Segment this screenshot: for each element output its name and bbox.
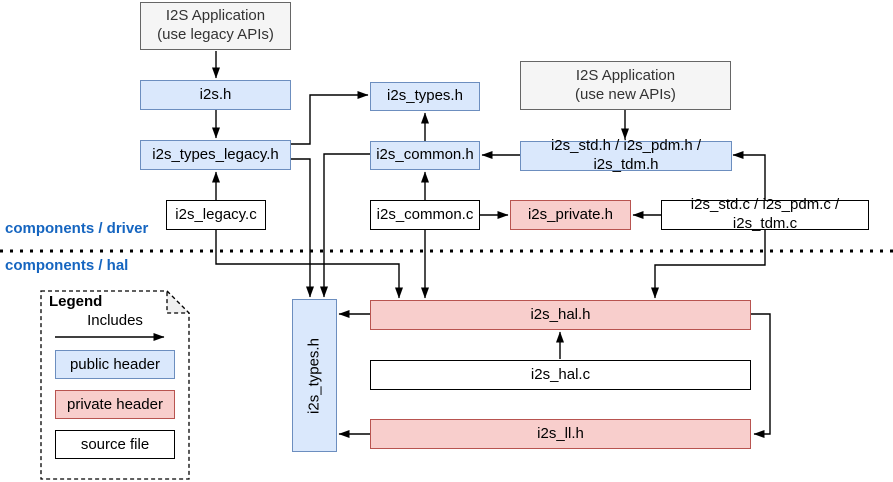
layer-label-hal: components / hal [5, 257, 129, 274]
node-i2s-ll-h: i2s_ll.h [370, 419, 751, 449]
legend-private-header-swatch: private header [55, 390, 175, 419]
node-app-new: I2S Application (use new APIs) [520, 61, 731, 110]
node-app-legacy: I2S Application (use legacy APIs) [140, 2, 291, 50]
node-i2s-legacy-c: i2s_legacy.c [166, 200, 266, 230]
node-i2s-common-h: i2s_common.h [370, 141, 480, 170]
node-i2s-types-h-hal-label: i2s_types.h [305, 337, 323, 414]
legend-includes-label: Includes [87, 312, 143, 329]
layer-label-driver: components / driver [5, 220, 149, 237]
node-i2s-std-c: i2s_std.c / i2s_pdm.c / i2s_tdm.c [661, 196, 869, 232]
edge-legacyc-to-halh [215, 230, 403, 299]
legend-source-file-swatch: source file [55, 430, 175, 459]
legend-title: Legend [49, 293, 103, 310]
edge-commonh-to-haltypes [320, 153, 370, 298]
legend-public-header-swatch: public header [55, 350, 175, 379]
edge-stdc-to-halh [651, 230, 766, 299]
node-i2s-hal-c: i2s_hal.c [370, 360, 751, 390]
node-i2s-h: i2s.h [140, 80, 291, 110]
edge-typeslegacy-to-haltypes [291, 158, 314, 298]
legend: Legend Includes public header private he… [40, 290, 190, 480]
legend-folded-corner-icon [166, 290, 190, 314]
edge-typeslegacy-to-typesh [291, 91, 369, 145]
edge-stdc-to-stdh [732, 151, 766, 200]
node-i2s-types-h-hal: i2s_types.h [292, 299, 337, 452]
node-i2s-private-h: i2s_private.h [510, 200, 631, 230]
node-i2s-hal-h: i2s_hal.h [370, 300, 751, 330]
node-i2s-types-legacy-h: i2s_types_legacy.h [140, 140, 291, 170]
node-i2s-std-h: i2s_std.h / i2s_pdm.h / i2s_tdm.h [520, 137, 732, 173]
node-i2s-types-h: i2s_types.h [370, 82, 480, 111]
edge-halh-to-llh [751, 313, 771, 438]
node-i2s-common-c: i2s_common.c [370, 200, 480, 230]
